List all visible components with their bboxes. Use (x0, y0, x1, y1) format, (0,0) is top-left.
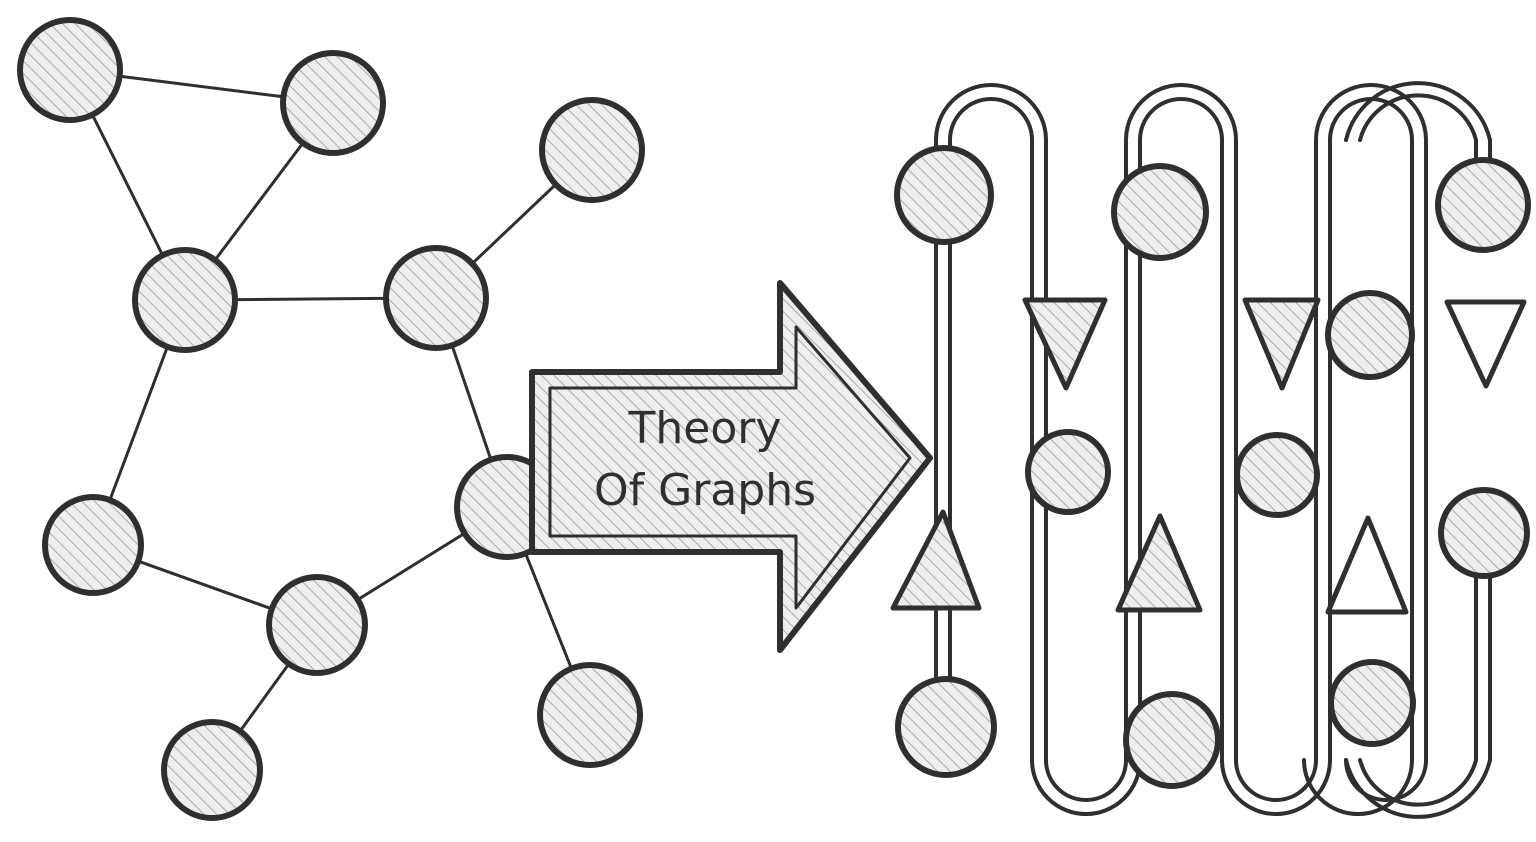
graph-node (1325, 290, 1415, 380)
graph-node (1328, 659, 1416, 747)
right-graph-nodes (894, 145, 1531, 789)
up-arrow-icon (1115, 513, 1203, 613)
graph-node (1025, 429, 1111, 515)
down-arrow-icon (1242, 297, 1321, 391)
left-graph (17, 17, 645, 821)
left-graph-nodes (17, 17, 645, 821)
graph-node (1438, 487, 1530, 579)
up-arrow-icon (1325, 515, 1409, 615)
graph-node (1435, 157, 1531, 253)
graph-node (1234, 432, 1320, 518)
graph-node (537, 662, 643, 768)
track-inner-line (948, 97, 1414, 816)
down-arrow-icon (1444, 299, 1527, 389)
theory-arrow: Theory Of Graphs (529, 280, 933, 653)
up-arrow-icon (890, 509, 982, 611)
graph-node (383, 245, 489, 351)
arrow-inner-outline (548, 325, 912, 610)
graph-node (280, 50, 386, 156)
arrow-outer-outline (529, 280, 933, 653)
graph-node (894, 145, 994, 245)
graph-node (539, 97, 645, 203)
down-arrow-icon (1022, 297, 1108, 391)
arrow-label-line2: Of Graphs (594, 465, 816, 516)
graph-node (266, 574, 368, 676)
graph-node (17, 17, 123, 123)
track-outer-line (934, 83, 1428, 802)
graph-node (1123, 691, 1221, 789)
graph-node (42, 494, 144, 596)
graph-node (1111, 163, 1209, 261)
loop-arrows (890, 297, 1527, 615)
arrow-label-line1: Theory (628, 403, 782, 454)
graph-node (132, 247, 238, 353)
loop-track (934, 81, 1492, 819)
right-graph (890, 81, 1531, 819)
graph-node (161, 719, 263, 821)
graph-node (895, 676, 997, 778)
track-far-right (1344, 81, 1492, 819)
